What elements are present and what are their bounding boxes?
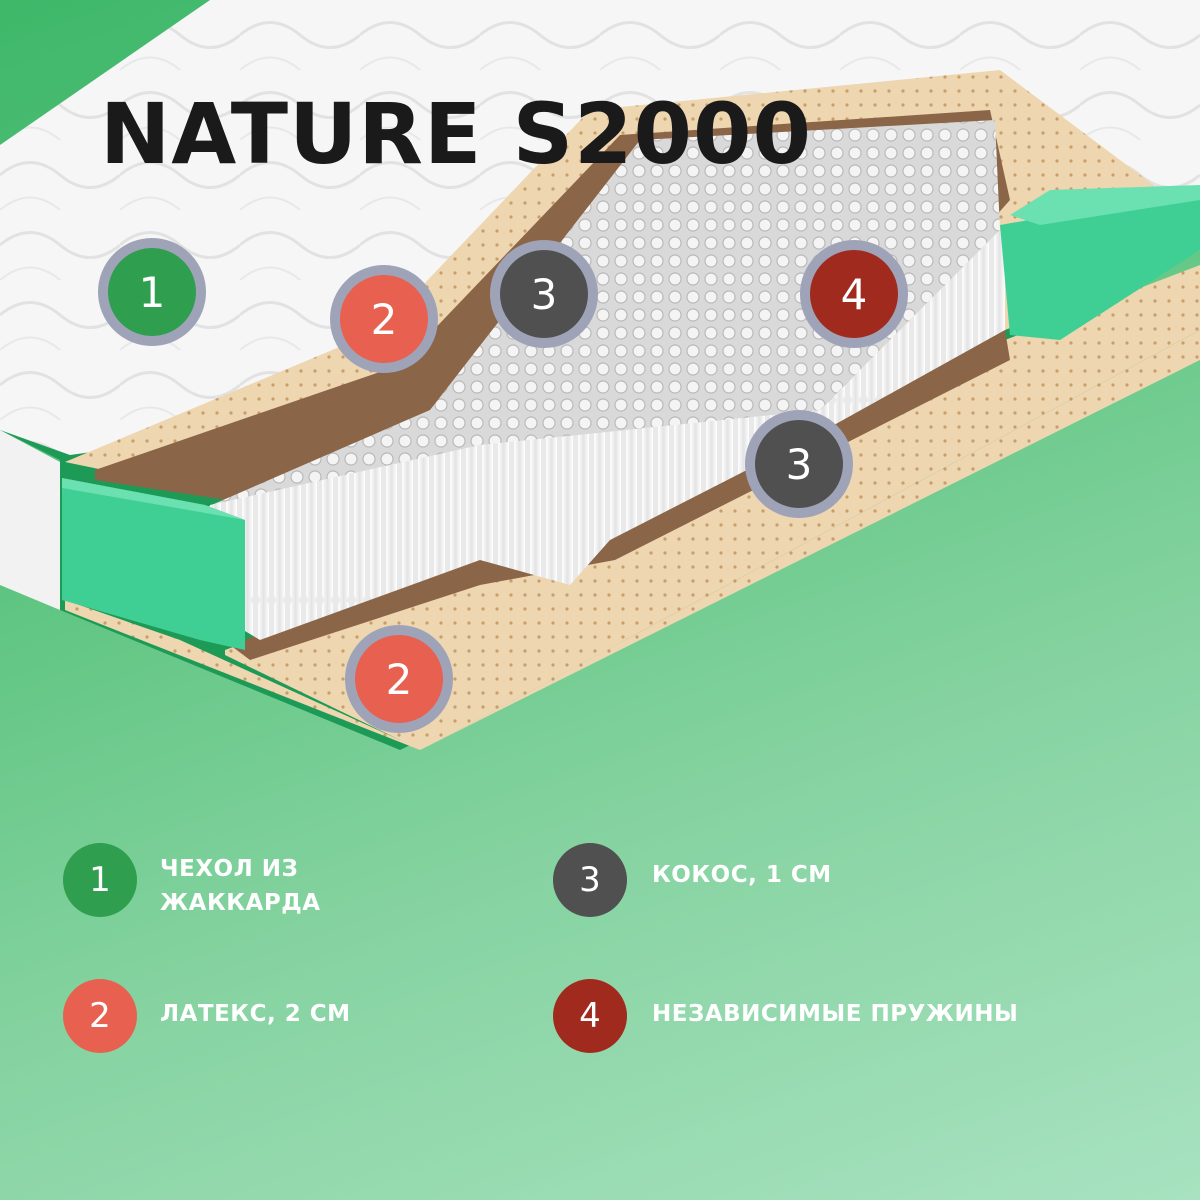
legend-line: ЛАТЕКС, 2 СМ	[160, 1001, 351, 1027]
callout-badge-2-bottom: 2	[345, 625, 453, 733]
callout-number: 3	[530, 269, 558, 319]
legend-label-springs: НЕЗАВИСИМЫЕ ПРУЖИНЫ	[652, 997, 1018, 1031]
mattress-side-left	[0, 430, 60, 610]
product-title: NATURE S2000	[100, 85, 812, 183]
foam-side-right-top	[1010, 185, 1200, 225]
legend-number: 3	[579, 860, 601, 900]
legend-badge-1: 1	[63, 843, 137, 917]
legend-number: 1	[89, 860, 111, 900]
callout-number: 1	[138, 267, 166, 317]
callout-number: 2	[370, 294, 398, 344]
callout-badge-2-top: 2	[330, 265, 438, 373]
legend-line: ЧЕХОЛ ИЗ	[160, 856, 299, 882]
callout-badge-4: 4	[800, 240, 908, 348]
legend-label-coconut: КОКОС, 1 СМ	[652, 858, 832, 892]
callout-number: 4	[840, 269, 868, 319]
foam-side-left-top	[62, 478, 245, 520]
foam-side-right	[1000, 190, 1200, 340]
callout-number: 3	[785, 439, 813, 489]
callout-badge-1: 1	[98, 238, 206, 346]
callout-badge-3-bottom: 3	[745, 410, 853, 518]
callout-number: 2	[385, 654, 413, 704]
spring-block-top	[200, 120, 1000, 520]
callout-badge-3-top: 3	[490, 240, 598, 348]
foam-side-left	[62, 478, 245, 650]
legend-label-latex: ЛАТЕКС, 2 СМ	[160, 997, 351, 1031]
legend-line: ЖАККАРДА	[160, 890, 321, 916]
legend-number: 2	[89, 996, 111, 1036]
legend-number: 4	[579, 996, 601, 1036]
legend-badge-2: 2	[63, 979, 137, 1053]
legend-label-cover: ЧЕХОЛ ИЗ ЖАККАРДА	[160, 852, 321, 920]
legend-badge-3: 3	[553, 843, 627, 917]
legend-line: НЕЗАВИСИМЫЕ ПРУЖИНЫ	[652, 1001, 1019, 1027]
spring-block-front	[210, 225, 1005, 640]
legend-line: КОКОС, 1 СМ	[652, 862, 832, 888]
legend-badge-4: 4	[553, 979, 627, 1053]
